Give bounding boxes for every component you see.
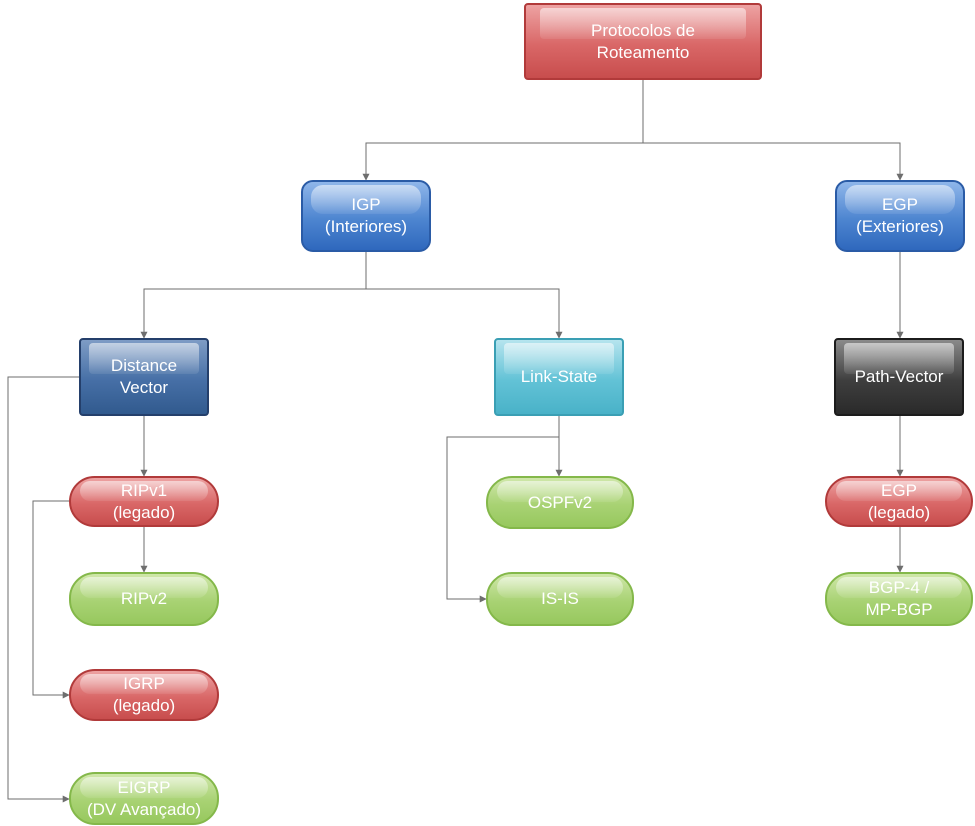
node-ripv2: RIPv2: [69, 572, 219, 626]
node-igp: IGP (Interiores): [301, 180, 431, 252]
node-egp-legacy: EGP (legado): [825, 476, 973, 527]
node-link-state: Link-State: [494, 338, 624, 416]
node-label: IS-IS: [541, 589, 579, 608]
node-label: EGP (legado): [867, 480, 931, 522]
node-ospfv2: OSPFv2: [486, 476, 634, 529]
node-bgp: BGP-4 / MP-BGP: [825, 572, 973, 626]
node-label: Protocolos de Roteamento: [591, 20, 695, 62]
node-routing-protocols: Protocolos de Roteamento: [524, 3, 762, 80]
node-label: Path-Vector: [854, 367, 944, 386]
edge-root-egp: [643, 142, 904, 181]
node-ripv1: RIPv1 (legado): [69, 476, 219, 527]
edge-ripv1-igrp: [32, 500, 70, 699]
node-label: RIPv1 (legado): [112, 480, 176, 522]
edge-root-igp: [362, 80, 644, 181]
node-path-vector: Path-Vector: [834, 338, 964, 416]
node-igrp: IGRP (legado): [69, 669, 219, 721]
node-label: EIGRP (DV Avançado): [86, 777, 202, 819]
edge-igp-ls: [366, 288, 563, 339]
node-label: OSPFv2: [527, 492, 593, 512]
node-label: Distance Vector: [110, 356, 178, 397]
edge-ls-isis: [446, 416, 560, 603]
edge-dv-eigrp: [7, 376, 79, 803]
node-egp: EGP (Exteriores): [835, 180, 965, 252]
node-label: EGP (Exteriores): [856, 195, 944, 236]
node-label: BGP-4 / MP-BGP: [865, 578, 933, 619]
node-label: Link-State: [520, 367, 598, 386]
node-eigrp: EIGRP (DV Avançado): [69, 772, 219, 825]
node-distance-vector: Distance Vector: [79, 338, 209, 416]
edge-igp-dv: [140, 252, 367, 339]
node-isis: IS-IS: [486, 572, 634, 626]
node-label: IGRP (legado): [112, 674, 176, 715]
node-label: RIPv2: [120, 589, 168, 608]
node-label: IGP (Interiores): [324, 195, 408, 236]
